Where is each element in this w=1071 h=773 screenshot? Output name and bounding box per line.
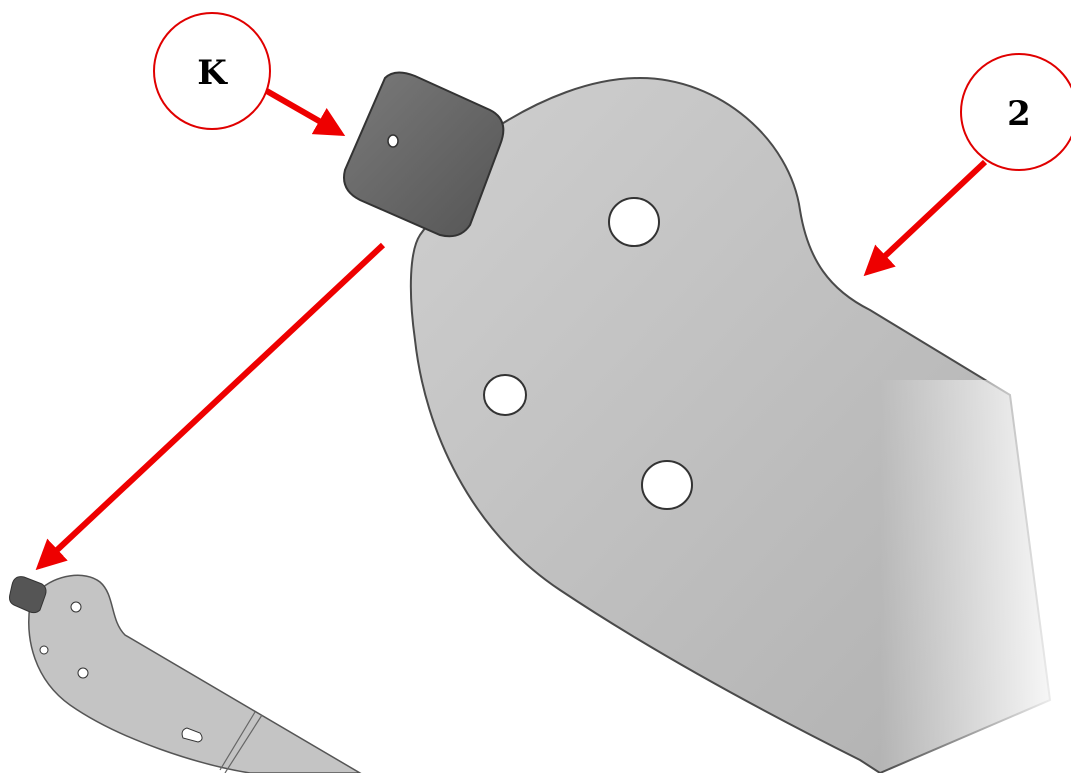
callout-k: K [153,12,271,130]
hole-bottom [641,460,693,510]
full-part-thumbnail [9,574,362,773]
thumbnail-slot [181,727,203,743]
hole-top [608,197,660,247]
arrow-detail-to-thumbnail [35,242,386,571]
thumbnail-plate [28,574,362,773]
thumbnail-bend-line [219,711,263,773]
arrow-k-to-tab [263,87,346,136]
thumbnail-hole-3 [77,667,89,679]
hole-left [483,374,527,416]
tab-k [343,71,505,238]
callout-2: 2 [960,53,1071,171]
thumbnail-hole-1 [70,601,82,613]
zoomed-part [343,71,1071,773]
callout-2-label: 2 [1007,94,1031,134]
arrow-2-to-part [863,159,988,277]
tab-k-hole [387,134,399,148]
thumbnail-hole-2 [39,645,49,655]
callout-k-label: K [197,53,228,93]
thumbnail-tab [9,576,47,614]
